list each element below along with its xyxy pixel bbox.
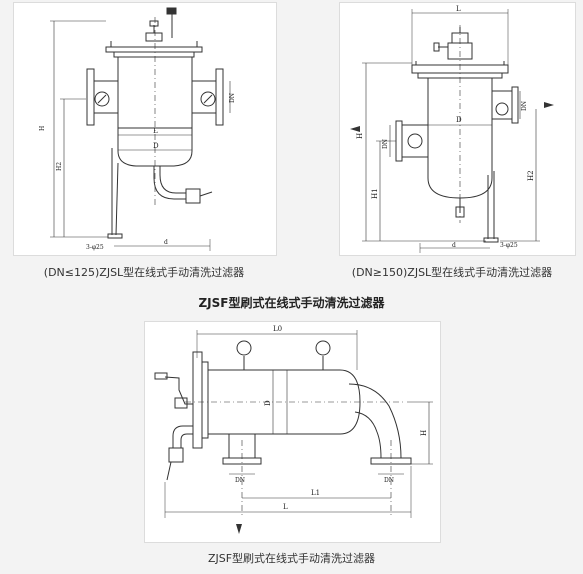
label-d: d: [164, 239, 168, 246]
label-L: L: [153, 127, 158, 135]
label-DN-left: DN: [382, 139, 389, 149]
diagram-panel-zjsf: L0 D H DN DN L1 L: [144, 321, 441, 543]
labels-zjsf: L0 D H DN DN L1 L: [235, 325, 428, 511]
label-H: H: [356, 133, 364, 139]
label-L: L: [456, 5, 461, 13]
caption-dn125: (DN≤125)ZJSL型在线式手动清洗过滤器: [43, 266, 245, 279]
label-DN: DN: [229, 93, 236, 103]
labels-dn150: L D DN DN H H1 H2 d 3-φ25: [356, 5, 535, 249]
caption-dn150: (DN≥150)ZJSL型在线式手动清洗过滤器: [351, 266, 553, 279]
label-H2: H2: [527, 170, 535, 181]
drawing-dn125: [50, 7, 231, 251]
label-bolt: 3-φ25: [86, 244, 104, 251]
caption-zjsf: ZJSF型刷式在线式手动清洗过滤器: [207, 552, 376, 565]
section-heading: ZJSF型刷式在线式手动清洗过滤器: [198, 296, 385, 310]
label-L0: L0: [273, 325, 282, 333]
diagram-panel-dn125: L D DN H H2 d 3-φ25: [13, 2, 277, 256]
drawing-zjsf: [154, 330, 433, 534]
label-D: D: [153, 142, 159, 150]
label-H2: H2: [56, 162, 63, 171]
labels-dn125: L D DN H H2 d 3-φ25: [39, 93, 236, 251]
label-L: L: [283, 503, 288, 511]
drawing-dn150: [350, 9, 554, 253]
label-H1: H1: [371, 188, 379, 199]
label-D: D: [456, 116, 462, 124]
label-d: d: [452, 242, 456, 249]
diagram-panel-dn150: L D DN DN H H1 H2 d 3-φ25: [339, 2, 576, 256]
label-H: H: [39, 126, 46, 131]
label-bolt: 3-φ25: [500, 242, 518, 249]
label-DN-right: DN: [384, 477, 394, 484]
label-H: H: [420, 430, 428, 436]
label-D: D: [264, 400, 272, 406]
label-DN-right: DN: [521, 101, 528, 111]
label-L1: L1: [311, 489, 320, 497]
label-DN-left: DN: [235, 477, 245, 484]
